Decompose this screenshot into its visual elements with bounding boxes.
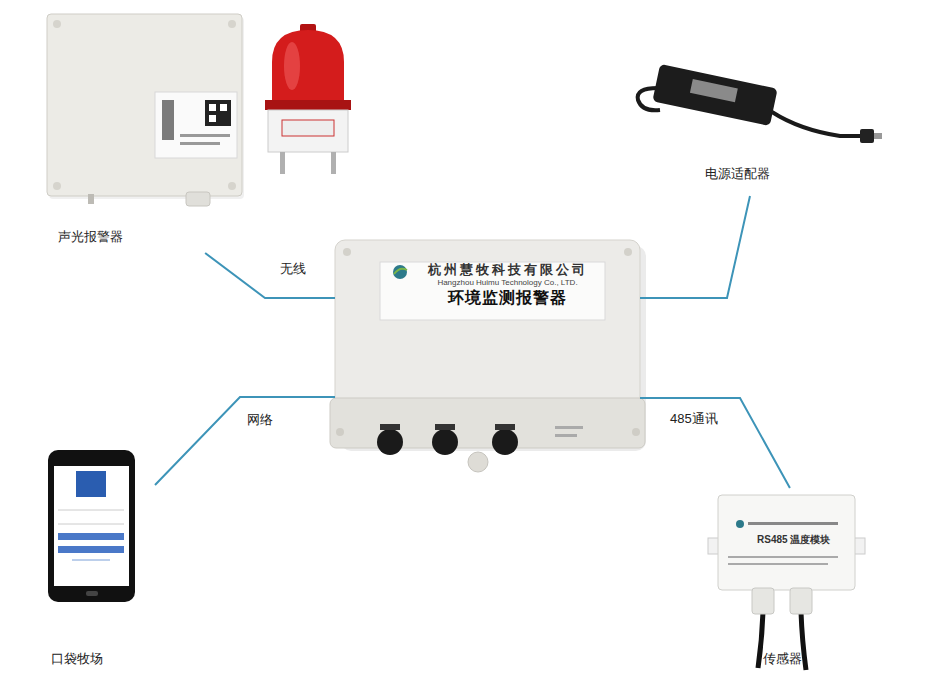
home-button (86, 591, 98, 596)
phone-illustration (48, 450, 135, 602)
port-mark (555, 426, 583, 429)
port-cap (495, 424, 515, 430)
cable-gland (468, 452, 488, 472)
alarm-box-illustration (47, 14, 244, 206)
connector-port (377, 429, 403, 455)
company-logo (393, 265, 407, 279)
adapter-body (652, 64, 777, 126)
port-cap (380, 424, 400, 430)
screw (336, 428, 344, 436)
adapter-plug-pin (874, 133, 882, 139)
monitor-alarm-device-illustration (330, 240, 646, 472)
input-line (58, 524, 124, 525)
node-caption: 电源适配器 (705, 165, 770, 182)
node-caption: 传感器 (763, 650, 802, 667)
alarm-box-body (47, 14, 242, 196)
phone-node: 口袋牧场 (45, 445, 155, 670)
cable-gland (752, 588, 774, 614)
power-adapter-node: 电源适配器 (625, 66, 900, 196)
sensor-box (718, 495, 855, 590)
cable-gland (790, 588, 812, 614)
label-print (162, 100, 174, 140)
beacon-label (282, 120, 334, 136)
label-print (748, 522, 838, 525)
beacon-illustration (265, 24, 351, 174)
device-title: 环境监测报警器 (448, 288, 567, 308)
label-print (728, 563, 828, 565)
screw (632, 428, 640, 436)
beacon-ring (265, 100, 351, 110)
label-print (728, 556, 838, 558)
app-button (58, 546, 124, 553)
beacon-dome (272, 30, 344, 105)
phone-screen (54, 466, 129, 586)
node-caption: 声光报警器 (58, 228, 123, 245)
beacon-leg (280, 152, 285, 174)
device-node: 杭州慧牧科技有限公司Hangzhou Huimu Technology Co.,… (335, 240, 640, 452)
power-adapter-illustration (638, 64, 882, 143)
adapter-plug (860, 129, 874, 143)
adapter-cable (772, 112, 862, 136)
company-logo (736, 520, 744, 528)
input-line (58, 510, 124, 511)
adapter-label (690, 79, 738, 102)
port-mark (555, 434, 577, 437)
alarm-node: 声光报警器 (40, 8, 360, 253)
connector-label: 485通讯 (668, 410, 720, 427)
label-print (180, 142, 220, 145)
antenna-stub (88, 194, 94, 204)
beacon-highlight (284, 42, 300, 90)
app-link (72, 560, 110, 561)
screw (228, 182, 236, 190)
screw (53, 182, 61, 190)
company-name: 杭州慧牧科技有限公司 (428, 262, 588, 278)
sensor-node: 传感器 (705, 488, 890, 670)
qr-code-dot (209, 104, 216, 111)
connector-port (492, 429, 518, 455)
qr-code-dot (209, 115, 216, 122)
beacon-leg (331, 152, 336, 174)
screw (343, 248, 351, 256)
connector-label: 网络 (245, 411, 275, 428)
app-logo (76, 471, 106, 497)
device-label-plate (380, 262, 605, 320)
screw (228, 20, 236, 28)
adapter-body-group (652, 64, 777, 126)
phone-body (48, 450, 135, 602)
qr-code (205, 100, 231, 126)
module-name: RS485 温度模块 (757, 533, 830, 546)
connector-line (640, 196, 750, 298)
company-logo-mark (394, 269, 407, 274)
connector-label: 无线 (278, 260, 308, 277)
app-button (58, 533, 124, 540)
sensor-illustration (708, 495, 865, 670)
connector-line (640, 398, 790, 488)
port-cap (435, 424, 455, 430)
screw (53, 20, 61, 28)
label-print (180, 134, 230, 137)
connector-port (432, 429, 458, 455)
node-caption: 口袋牧场 (51, 650, 103, 667)
qr-code-dot (220, 104, 227, 111)
alarm-label-plate (155, 92, 237, 158)
sensor-cable (758, 612, 763, 668)
cable-gland (186, 192, 210, 206)
company-name-en: Hangzhou Huimu Technology Co., LTD. (437, 278, 577, 288)
connector-line (205, 253, 335, 298)
screw (624, 248, 632, 256)
connector-line (155, 397, 335, 485)
beacon-base (268, 110, 348, 152)
